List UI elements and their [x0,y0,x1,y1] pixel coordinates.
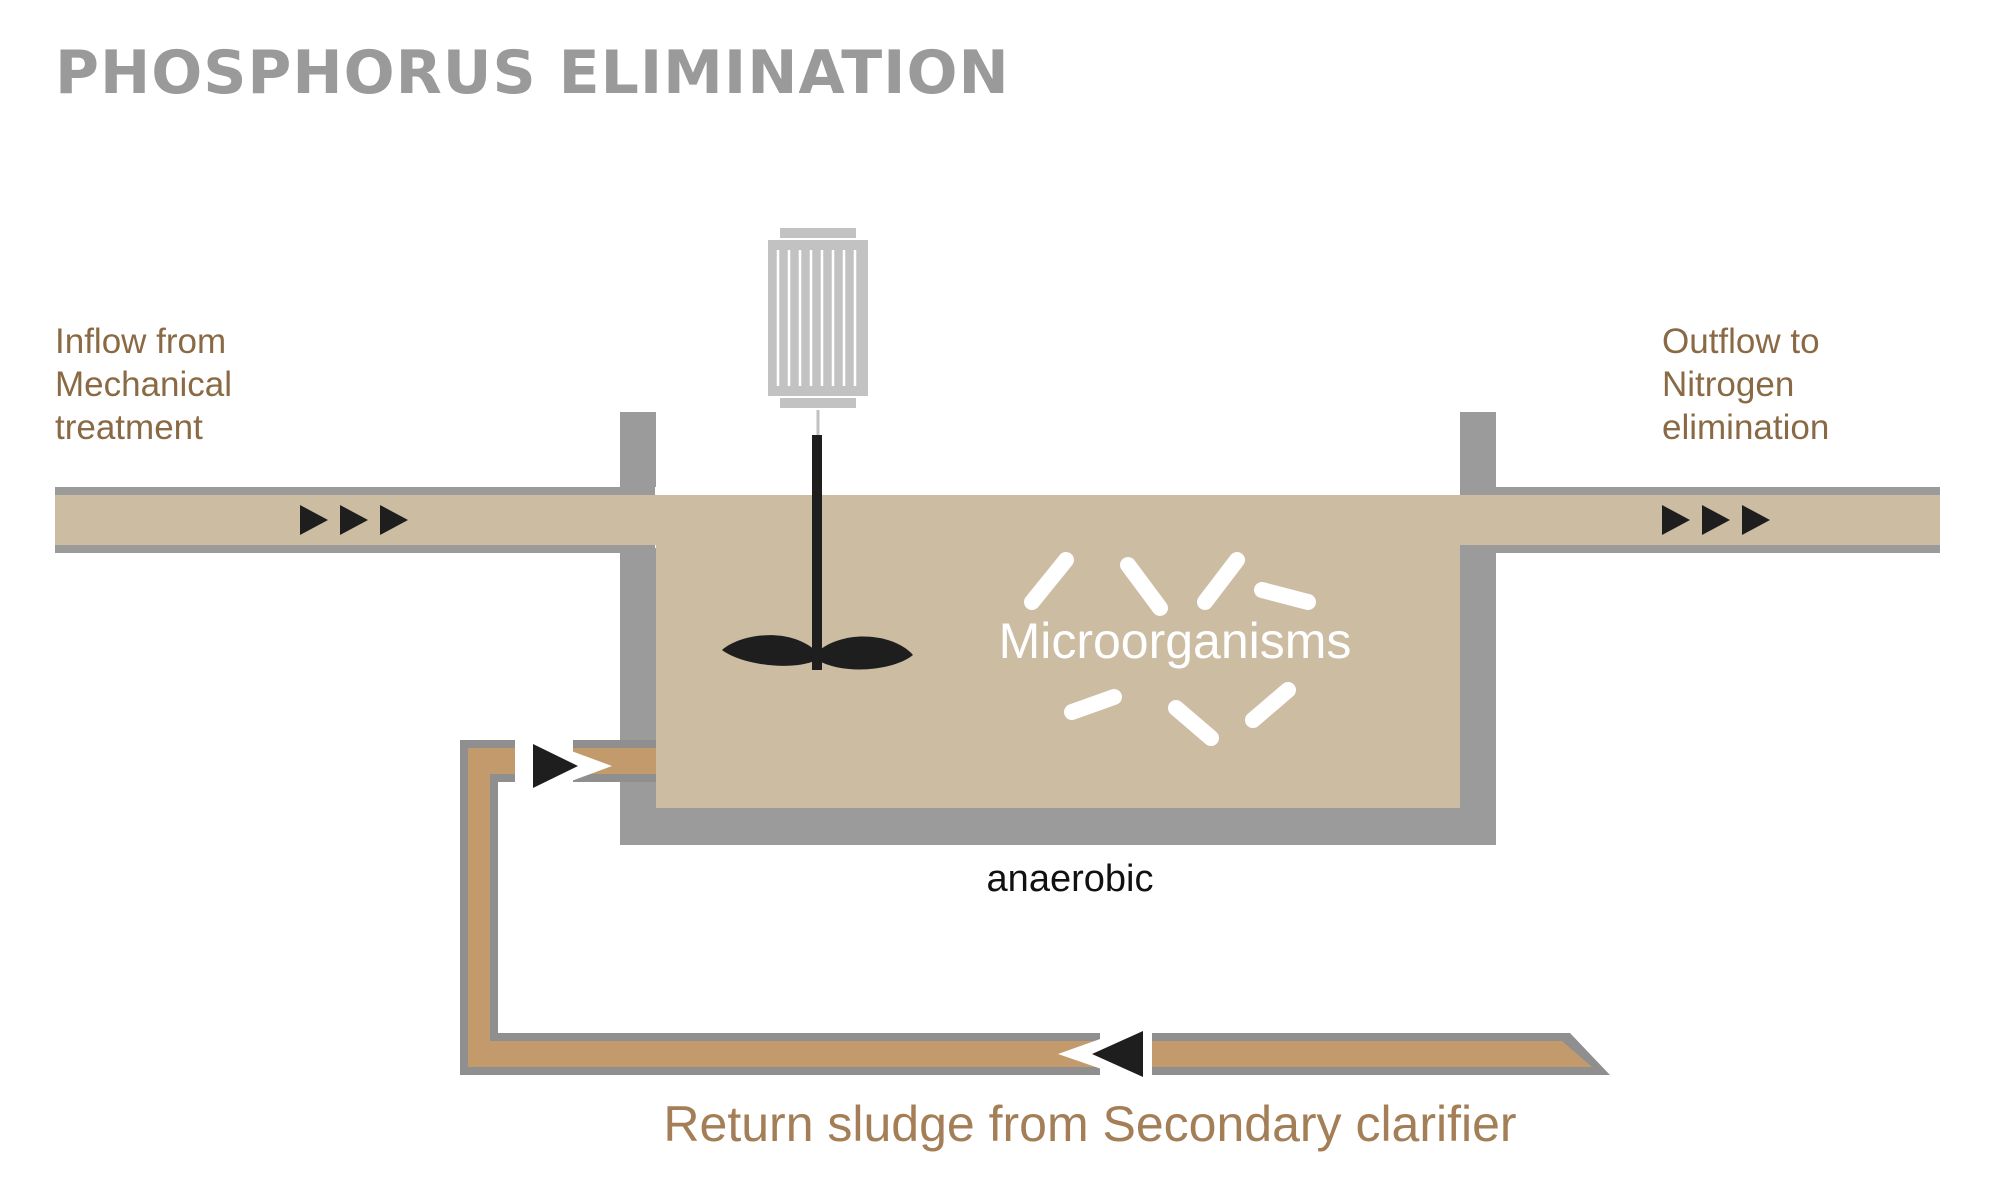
flow-arrow-icon [1092,1031,1143,1077]
return-inlet-arrow [515,735,612,797]
return-sludge-label: Return sludge from Secondary clarifier [663,1096,1517,1152]
flow-arrow-icon [300,505,328,535]
flow-arrow-icon [1742,505,1770,535]
inflow-arrows [300,505,408,535]
tank-walls [620,412,1496,845]
microorganisms-label: Microorganisms [998,613,1352,669]
microorganism-icon [1254,582,1316,610]
outflow-arrows [1662,505,1770,535]
return-pipe-arrow [1058,1022,1152,1085]
flow-arrow-icon [533,744,578,788]
mixer-propeller-icon [722,635,913,670]
flow-arrow-icon [1662,505,1690,535]
microorganism-icon [1168,700,1219,746]
microorganism-icon [1120,557,1168,616]
zone-label: anaerobic [986,858,1154,900]
outflow-label: Outflow to Nitrogen elimination [1662,322,1830,447]
mixer-motor-icon [768,228,868,435]
inflow-pipe [55,487,655,553]
microorganism-icon [1245,682,1296,728]
microorganisms [1024,552,1316,746]
flow-arrow-icon [1702,505,1730,535]
microorganism-icon [1064,689,1122,720]
microorganism-icon [1024,552,1074,610]
microorganism-icon [1197,552,1245,610]
mixer-shaft [812,435,822,670]
page-title: PHOSPHORUS ELIMINATION [55,38,1010,108]
flow-arrow-icon [380,505,408,535]
outflow-pipe [1460,487,1940,553]
flow-arrow-icon [340,505,368,535]
inflow-label: Inflow from Mechanical treatment [55,322,233,447]
